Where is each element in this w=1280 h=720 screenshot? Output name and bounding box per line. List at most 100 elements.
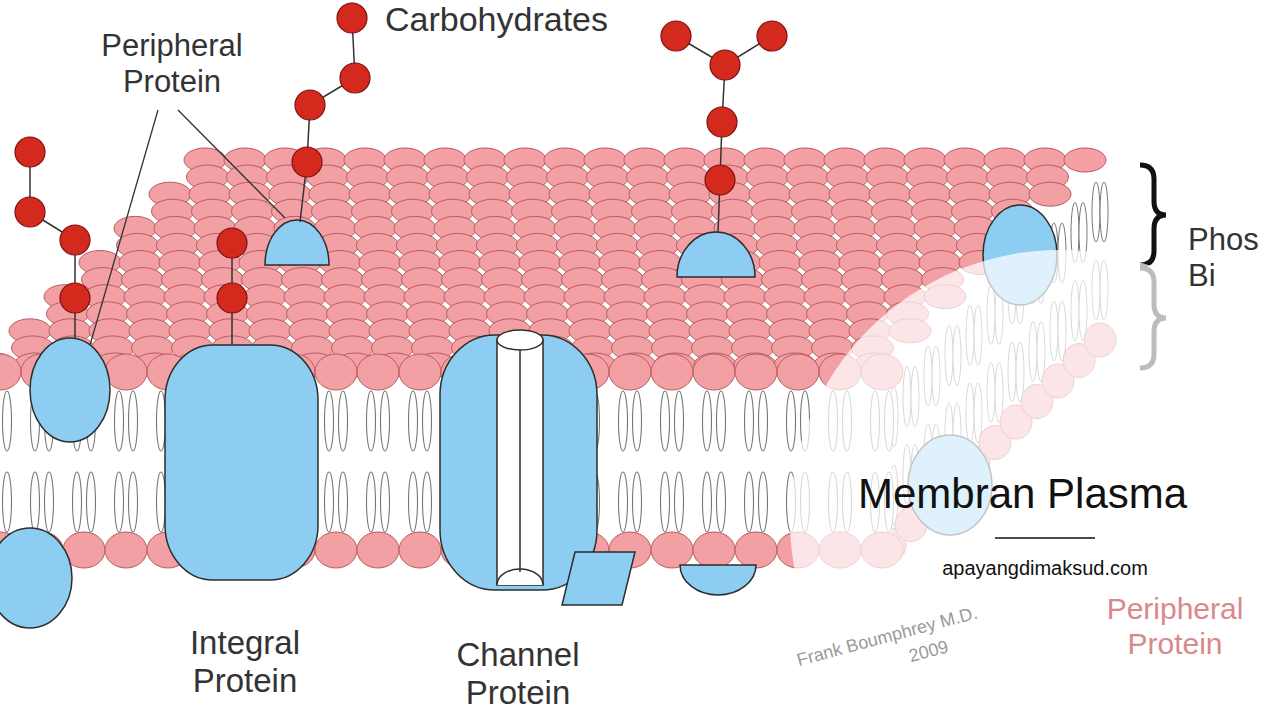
overlay-disc [790, 250, 1280, 720]
integral-protein [165, 345, 318, 580]
channel-pore-top [497, 330, 543, 350]
peripheral-protein [265, 220, 329, 265]
peripheral-protein [0, 528, 72, 628]
phospholipid-head [399, 354, 441, 390]
lipid-tail [759, 391, 768, 451]
sugar-unit [15, 197, 45, 227]
protein-fragment [562, 552, 635, 605]
lipid-tail [409, 391, 418, 451]
sugar-unit [292, 147, 322, 177]
part-label: Peripheral Protein [1090, 592, 1260, 661]
leader-line [178, 110, 285, 218]
sugar-unit [710, 50, 740, 80]
phospholipid-head [1064, 148, 1106, 172]
sugar-unit [705, 165, 735, 195]
lipid-tail [115, 472, 124, 532]
phospholipid-head [693, 354, 735, 390]
lipid-tail [129, 391, 138, 451]
lipid-tail [129, 472, 138, 532]
phospholipid-head [357, 532, 399, 568]
lipid-tail [381, 391, 390, 451]
sugar-unit [217, 228, 247, 258]
phospholipid-head [0, 354, 21, 390]
lipid-tail [661, 391, 670, 451]
lipid-tail [703, 472, 712, 532]
lipid-tail [157, 472, 166, 532]
lipid-tail [87, 472, 96, 532]
carbohydrates [15, 3, 787, 345]
lipid-tail [73, 472, 82, 532]
part-label: Carbohydrates [385, 0, 608, 39]
leader-line [90, 110, 158, 345]
phospholipid-head [651, 354, 693, 390]
lipid-tail [759, 472, 768, 532]
channel-pore [497, 340, 543, 585]
peripheral-protein [677, 232, 755, 277]
phospholipid-head [399, 532, 441, 568]
lipid-tail [633, 391, 642, 451]
lipid-tail [45, 472, 54, 532]
lipid-tail [381, 472, 390, 532]
lipid-tail [3, 391, 12, 451]
sugar-unit [340, 63, 370, 93]
phospholipid-head [777, 354, 819, 390]
lipid-tail [1100, 182, 1108, 242]
sugar-unit [337, 3, 367, 33]
peripheral-protein [680, 565, 756, 595]
lipid-tail [787, 391, 796, 451]
lipid-tail [675, 391, 684, 451]
lipid-tail [423, 391, 432, 451]
phospholipid-head [651, 532, 693, 568]
phospholipid-head [315, 354, 357, 390]
lipid-tail [745, 472, 754, 532]
lipid-tail [409, 472, 418, 532]
lipid-tail [367, 472, 376, 532]
lipid-tail [619, 391, 628, 451]
lipid-tail [115, 391, 124, 451]
lipid-tail [745, 391, 754, 451]
lipid-tail [339, 391, 348, 451]
leader-lines [90, 110, 285, 345]
diagram-title: Membran Plasma [858, 470, 1187, 518]
lipid-tail [675, 472, 684, 532]
peripheral-protein [30, 338, 110, 442]
part-label: Channel Protein [428, 636, 608, 712]
lipid-tail [31, 472, 40, 532]
lipid-tail [3, 472, 12, 532]
phospholipid-head [105, 354, 147, 390]
title-underline [995, 537, 1095, 539]
lipid-tail [717, 391, 726, 451]
phospholipid-head [357, 354, 399, 390]
sugar-unit [15, 137, 45, 167]
lipid-tail [661, 472, 670, 532]
phospholipid-head [315, 532, 357, 568]
phospholipid-head [1029, 182, 1071, 206]
sugar-unit [60, 225, 90, 255]
lipid-tail [339, 472, 348, 532]
phospholipid-head [735, 532, 777, 568]
part-label: Integral Protein [155, 624, 335, 700]
lipid-tail [703, 391, 712, 451]
bilayer-brace [1140, 165, 1166, 265]
sugar-unit [60, 283, 90, 313]
lipid-tail [717, 472, 726, 532]
sugar-unit [707, 107, 737, 137]
channel-divider [519, 350, 521, 572]
lipid-tail [619, 472, 628, 532]
lipid-tail [367, 391, 376, 451]
phospholipid-head [735, 354, 777, 390]
sugar-unit [757, 21, 787, 51]
sugar-unit [661, 21, 691, 51]
phospholipid-head [693, 532, 735, 568]
sugar-unit [295, 90, 325, 120]
phospholipid-head [105, 532, 147, 568]
lipid-tail [423, 472, 432, 532]
lipid-tail [157, 391, 166, 451]
source-caption: apayangdimaksud.com [942, 557, 1148, 580]
part-label: Phos Bi [1188, 222, 1259, 293]
channel-protein [440, 335, 597, 590]
lipid-tail [633, 472, 642, 532]
part-label: Peripheral Protein [85, 28, 260, 99]
